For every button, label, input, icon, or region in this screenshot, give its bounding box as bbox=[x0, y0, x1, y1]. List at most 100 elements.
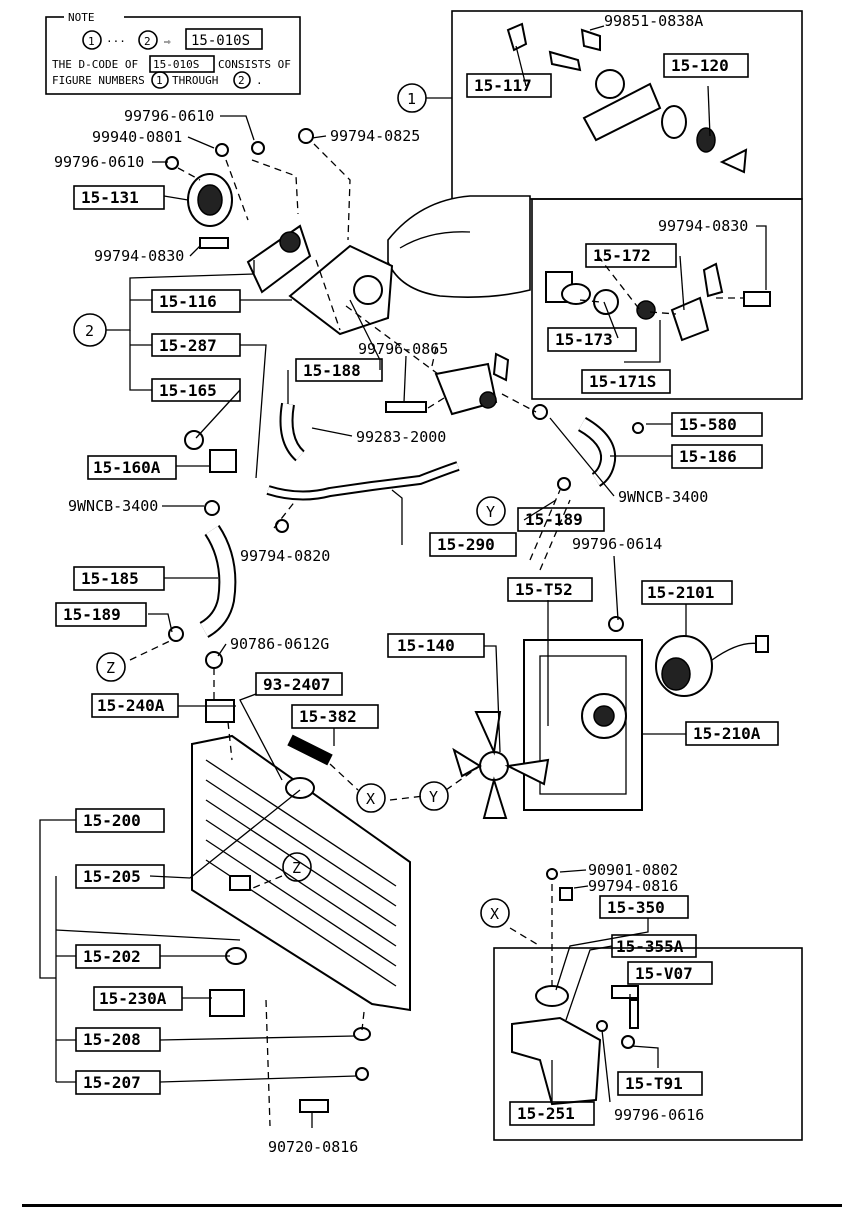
box-15-131[interactable]: 15-131 bbox=[73, 185, 165, 210]
box-15-186[interactable]: 15-186 bbox=[671, 444, 763, 469]
svg-text:Y: Y bbox=[429, 788, 438, 806]
callout-y-fan: Y bbox=[419, 781, 449, 811]
box-15-185[interactable]: 15-185 bbox=[73, 566, 165, 591]
box-15-210a[interactable]: 15-210A bbox=[685, 721, 779, 746]
label-99794-0830-left: 99794-0830 bbox=[94, 247, 184, 265]
note-code: 15-010S bbox=[191, 33, 250, 49]
svg-text:15-117: 15-117 bbox=[474, 76, 532, 95]
box-15-160a[interactable]: 15-160A bbox=[87, 455, 177, 480]
note-line3-pre: FIGURE NUMBERS bbox=[52, 74, 145, 87]
svg-text:15-188: 15-188 bbox=[303, 361, 361, 380]
box-15-251[interactable]: 15-251 bbox=[509, 1101, 595, 1126]
svg-text:15-173: 15-173 bbox=[555, 330, 613, 349]
box-15-230a[interactable]: 15-230A bbox=[93, 986, 183, 1011]
callout-2: 2 bbox=[73, 313, 107, 347]
note-circle-1: 1 bbox=[88, 35, 95, 48]
svg-text:15-580: 15-580 bbox=[679, 415, 737, 434]
svg-text:15-T91: 15-T91 bbox=[625, 1074, 683, 1093]
label-99796-0610-top: 99796-0610 bbox=[124, 107, 214, 125]
svg-text:15-251: 15-251 bbox=[517, 1104, 575, 1123]
part-drawings bbox=[165, 22, 771, 1113]
box-15-t52[interactable]: 15-T52 bbox=[507, 577, 593, 602]
note-line3-b: 2 bbox=[238, 74, 245, 87]
box-15-200[interactable]: 15-200 bbox=[75, 808, 165, 833]
box-15-382[interactable]: 15-382 bbox=[291, 704, 379, 729]
svg-text:1: 1 bbox=[407, 90, 416, 108]
label-99796-0610-mid: 99796-0610 bbox=[54, 153, 144, 171]
svg-text:15-2101: 15-2101 bbox=[647, 583, 714, 602]
box-15-580[interactable]: 15-580 bbox=[671, 412, 763, 437]
callout-z-left: Z bbox=[96, 652, 126, 682]
svg-text:15-171S: 15-171S bbox=[589, 372, 656, 391]
label-99283-2000: 99283-2000 bbox=[356, 428, 446, 446]
box-15-202[interactable]: 15-202 bbox=[75, 944, 161, 969]
box-15-173[interactable]: 15-173 bbox=[547, 327, 637, 352]
label-99794-0820: 99794-0820 bbox=[240, 547, 330, 565]
note-line3-end: . bbox=[256, 74, 263, 87]
box-15-355a[interactable]: 15-355A bbox=[611, 934, 697, 958]
box-15-189-lower[interactable]: 15-189 bbox=[55, 602, 147, 627]
callout-y-upper: Y bbox=[476, 496, 506, 526]
box-15-116[interactable]: 15-116 bbox=[151, 289, 241, 313]
box-15-140[interactable]: 15-140 bbox=[387, 633, 485, 658]
box-15-188[interactable]: 15-188 bbox=[295, 358, 383, 382]
detail-frame-reservoir bbox=[493, 947, 803, 1141]
box-15-350[interactable]: 15-350 bbox=[599, 895, 689, 919]
svg-text:···: ··· bbox=[106, 35, 126, 48]
svg-text:15-165: 15-165 bbox=[159, 381, 217, 400]
svg-text:15-230A: 15-230A bbox=[99, 989, 167, 1008]
svg-text:15-V07: 15-V07 bbox=[635, 964, 693, 983]
box-15-290[interactable]: 15-290 bbox=[429, 532, 517, 557]
label-99796-0865: 99796-0865 bbox=[358, 340, 448, 358]
detail-frame-thermostat bbox=[531, 198, 803, 400]
svg-text:15-207: 15-207 bbox=[83, 1073, 141, 1092]
box-15-208[interactable]: 15-208 bbox=[75, 1027, 161, 1052]
svg-text:15-290: 15-290 bbox=[437, 535, 495, 554]
svg-text:Z: Z bbox=[292, 859, 301, 877]
arrow-icon: ⇨ bbox=[164, 35, 171, 48]
box-15-240a[interactable]: 15-240A bbox=[91, 693, 179, 718]
box-15-205[interactable]: 15-205 bbox=[75, 864, 165, 889]
note-circle-2: 2 bbox=[144, 35, 151, 48]
box-93-2407[interactable]: 93-2407 bbox=[255, 672, 343, 696]
svg-text:15-382: 15-382 bbox=[299, 707, 357, 726]
svg-text:15-200: 15-200 bbox=[83, 811, 141, 830]
svg-text:15-185: 15-185 bbox=[81, 569, 139, 588]
note-line2-code: 15-010S bbox=[153, 58, 199, 71]
box-15-165[interactable]: 15-165 bbox=[151, 378, 241, 402]
callout-x-reservoir: X bbox=[480, 898, 510, 928]
svg-text:Z: Z bbox=[106, 659, 115, 677]
box-15-171s[interactable]: 15-171S bbox=[581, 369, 671, 394]
callout-1: 1 bbox=[397, 83, 427, 113]
svg-text:15-160A: 15-160A bbox=[93, 458, 161, 477]
svg-text:15-287: 15-287 bbox=[159, 336, 217, 355]
box-15-172[interactable]: 15-172 bbox=[585, 243, 677, 268]
label-90786-0612g: 90786-0612G bbox=[230, 635, 329, 653]
svg-text:X: X bbox=[490, 905, 499, 923]
note-line3-a: 1 bbox=[156, 74, 163, 87]
svg-text:15-131: 15-131 bbox=[81, 188, 139, 207]
svg-text:15-120: 15-120 bbox=[671, 56, 729, 75]
svg-text:15-355A: 15-355A bbox=[616, 937, 684, 956]
label-9wncb-3400-right: 9WNCB-3400 bbox=[618, 488, 708, 506]
svg-text:15-350: 15-350 bbox=[607, 898, 665, 917]
box-15-120[interactable]: 15-120 bbox=[663, 53, 749, 78]
box-15-2101[interactable]: 15-2101 bbox=[641, 580, 733, 605]
svg-text:15-186: 15-186 bbox=[679, 447, 737, 466]
note-title: NOTE bbox=[68, 11, 95, 24]
label-99796-0614: 99796-0614 bbox=[572, 535, 662, 553]
callout-z-radiator: Z bbox=[282, 852, 312, 882]
bottom-rule bbox=[22, 1204, 842, 1207]
part-number-boxes: 15-117 15-120 15-131 15-116 15-287 15-16… bbox=[55, 53, 779, 1126]
label-99794-0816: 99794-0816 bbox=[588, 877, 678, 895]
box-15-117[interactable]: 15-117 bbox=[466, 73, 552, 98]
label-99794-0830-right: 99794-0830 bbox=[658, 217, 748, 235]
svg-text:93-2407: 93-2407 bbox=[263, 675, 330, 694]
box-15-287[interactable]: 15-287 bbox=[151, 333, 241, 357]
box-15-v07[interactable]: 15-V07 bbox=[627, 961, 713, 985]
label-99796-0616: 99796-0616 bbox=[614, 1106, 704, 1124]
box-15-207[interactable]: 15-207 bbox=[75, 1070, 161, 1095]
box-15-189-upper[interactable]: 15-189 bbox=[517, 507, 605, 532]
box-15-t91[interactable]: 15-T91 bbox=[617, 1071, 703, 1096]
